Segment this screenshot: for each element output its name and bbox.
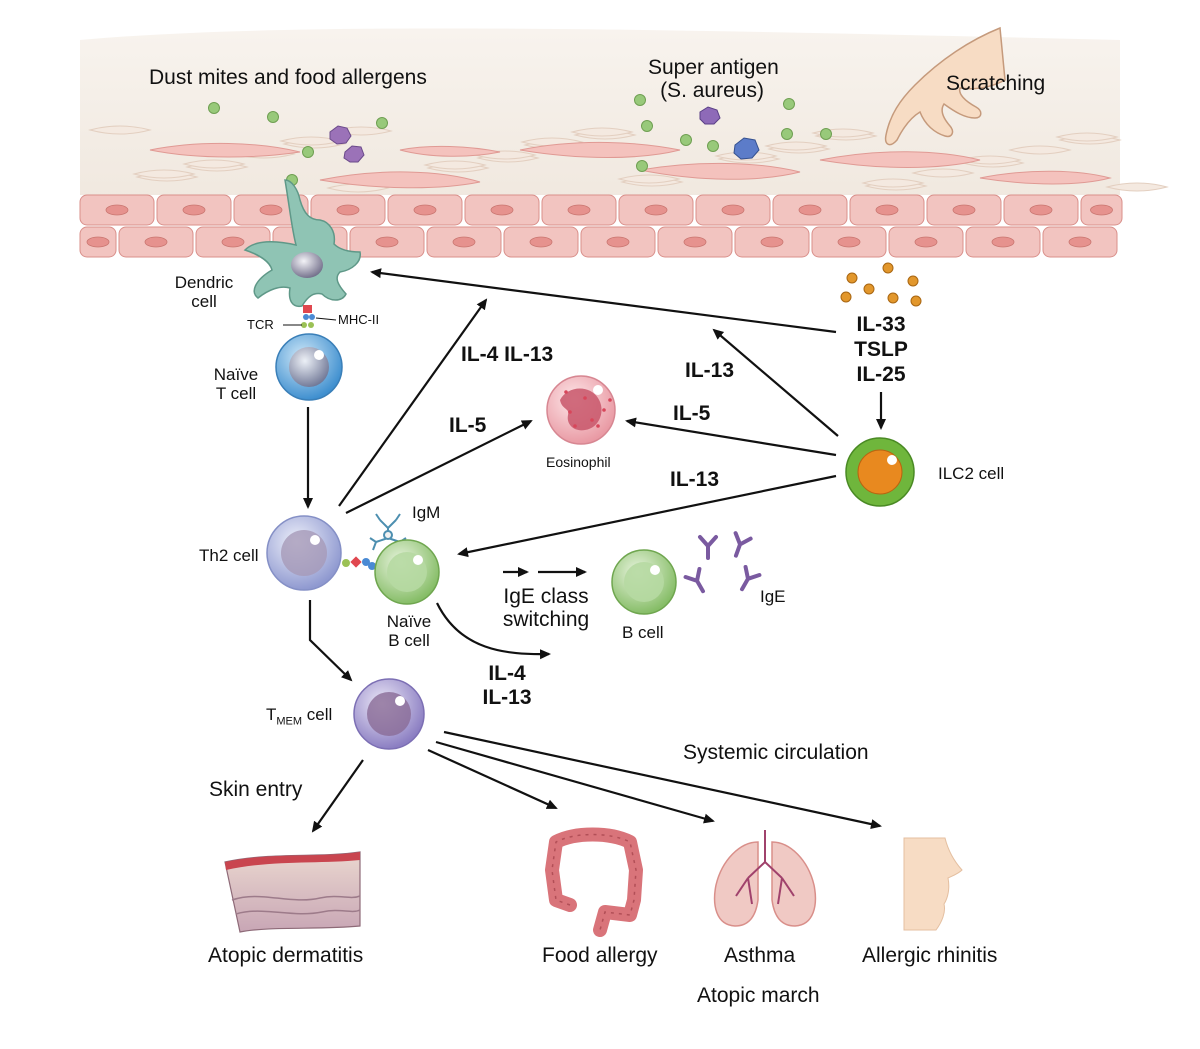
naive-t-line2: T cell [215, 383, 257, 403]
ilc2-il5-label: IL-5 [673, 402, 711, 425]
il4-label: IL-4 [488, 662, 526, 685]
th2-il5-label: IL-5 [449, 414, 487, 437]
ilc2-il13-eosinophil-label: IL-13 [685, 359, 735, 382]
lungs-icon [713, 830, 817, 927]
naive-b-cell [374, 539, 440, 605]
pathway-arrows [303, 268, 886, 833]
tmem-cell-label: TMEM cell [266, 705, 333, 728]
allergic-rhinitis-label: Allergic rhinitis [862, 944, 998, 967]
dendritic-cell [243, 179, 361, 328]
skin-section-icon [224, 851, 361, 933]
naive-t-cell [275, 333, 343, 401]
dendritic-cell-label: Dendric cell [168, 273, 240, 311]
tcr-label: TCR [247, 317, 274, 332]
mhc-ii-label: MHC-II [338, 312, 380, 327]
naive-t-line1: Naïve [213, 365, 259, 384]
atopic-march-label: Atopic march [697, 984, 820, 1007]
epithelium-layer [79, 194, 1123, 258]
colon-icon [545, 827, 643, 937]
skin-surface-layer [80, 28, 1169, 195]
tmem-rest: cell [302, 705, 333, 724]
class-switch-line1: IgE class [503, 585, 589, 608]
nose-profile-icon [903, 837, 963, 931]
ige-antibody-icon [683, 531, 762, 594]
alarmins-label: IL-33 TSLP IL-25 [846, 312, 916, 388]
ige-label: IgE [760, 587, 786, 606]
tslp-label: TSLP [854, 338, 908, 362]
tmem-cell [353, 678, 425, 750]
dust-mite-icon [329, 125, 365, 163]
scratching-hand-icon [884, 26, 1006, 146]
th2-il4-il13-label: IL-4 IL-13 [461, 343, 554, 366]
eosinophil-label: Eosinophil [546, 454, 611, 470]
atopic-dermatitis-label: Atopic dermatitis [208, 944, 364, 967]
systemic-circulation-label: Systemic circulation [683, 741, 869, 764]
ilc2-cell-label: ILC2 cell [938, 464, 1005, 483]
b-cell-label: B cell [622, 623, 664, 642]
allergen-particles [208, 94, 832, 186]
naive-b-line1: Naïve [386, 612, 432, 631]
dendritic-line2: cell [191, 291, 217, 311]
dust-mites-label: Dust mites and food allergens [149, 66, 427, 89]
super-antigen-label: Super antigen (S. aureus) [648, 56, 779, 103]
th2-cell [266, 515, 376, 591]
ilc2-il13-b-label: IL-13 [670, 468, 720, 491]
food-allergy-label: Food allergy [542, 944, 658, 967]
scratching-label: Scratching [946, 72, 1046, 95]
tmem-subscript: MEM [276, 715, 303, 728]
ilc2-cell [845, 437, 915, 507]
tmem-main: T [266, 705, 277, 724]
il33-label: IL-33 [856, 313, 906, 336]
b-cell [611, 549, 677, 615]
eosinophil-cell [546, 375, 616, 445]
asthma-label: Asthma [724, 944, 796, 967]
super-antigen-line1: Super antigen [648, 56, 779, 79]
igm-label: IgM [412, 503, 441, 522]
b-cell-cytokines-label: IL-4 IL-13 [474, 662, 540, 710]
naive-b-line2: B cell [388, 630, 430, 650]
ige-class-switching-label: IgE class switching [490, 585, 602, 631]
th2-cell-label: Th2 cell [199, 546, 259, 565]
super-antigen-line2: (S. aureus) [660, 79, 764, 103]
dendritic-line1: Dendric [174, 273, 234, 292]
super-antigen-icon [699, 106, 760, 160]
class-switch-line2: switching [502, 608, 590, 632]
skin-entry-label: Skin entry [209, 778, 303, 801]
il25-label: IL-25 [856, 363, 906, 387]
naive-b-cell-label: Naïve B cell [381, 612, 437, 650]
naive-t-cell-label: Naïve T cell [205, 365, 267, 403]
alarmin-particles [840, 262, 922, 307]
il13-label: IL-13 [482, 686, 532, 710]
